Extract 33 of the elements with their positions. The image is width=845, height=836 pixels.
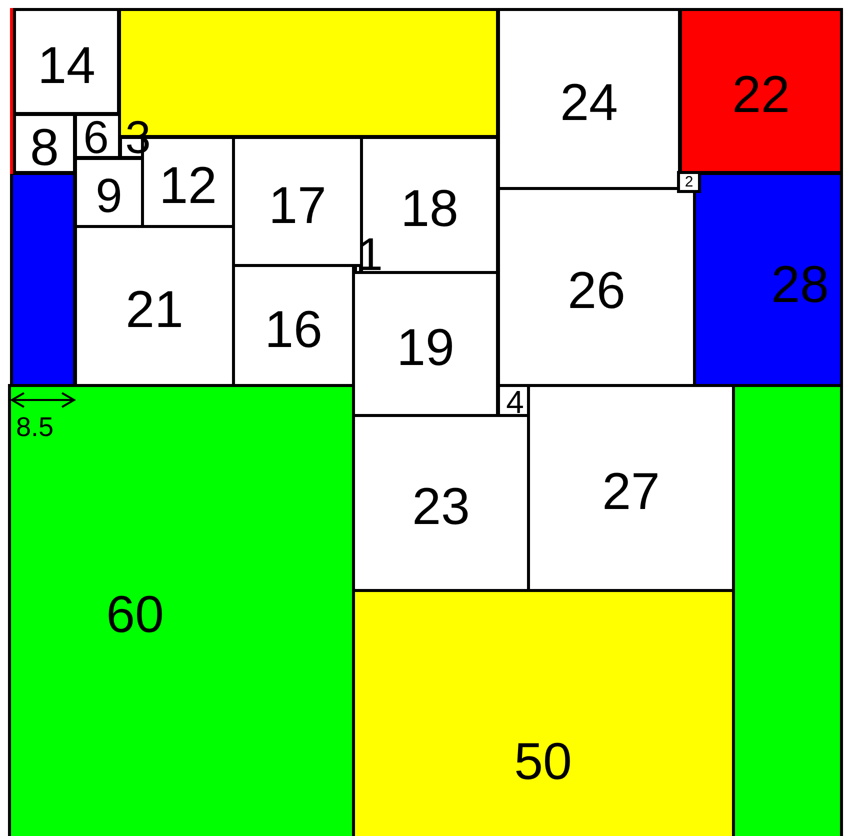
number-square <box>679 8 843 174</box>
number-square <box>693 172 843 387</box>
square-size: 23 <box>412 481 470 533</box>
square-size: 8 <box>30 122 59 174</box>
number-square <box>352 589 735 836</box>
square-size: 12 <box>159 160 217 212</box>
square-size: 4 <box>506 386 524 418</box>
square-size: 22 <box>732 69 790 121</box>
square-size: 27 <box>602 466 660 518</box>
empty-box <box>732 384 843 836</box>
square-size: 50 <box>514 736 572 788</box>
number-square <box>497 8 681 190</box>
square-size: 16 <box>264 304 322 356</box>
number-square <box>360 136 499 274</box>
square-size: 14 <box>38 40 96 92</box>
number-square <box>74 113 121 159</box>
number-square <box>13 113 76 174</box>
square-size: 28 <box>771 259 829 311</box>
number-square <box>8 384 355 836</box>
square-size: 19 <box>396 322 454 374</box>
square-size: 60 <box>106 589 164 641</box>
square-size: 6 <box>83 114 109 160</box>
number-square <box>13 8 120 115</box>
square-size: 17 <box>268 180 326 232</box>
square-size: 18 <box>400 183 458 235</box>
dimension-label: 8.5 <box>16 414 54 441</box>
square-size: 21 <box>126 284 184 336</box>
square-size: 2 <box>684 174 694 190</box>
empty-box <box>10 172 76 387</box>
square-size: 9 <box>96 172 122 220</box>
number-square <box>677 171 701 193</box>
square-size: 26 <box>568 265 626 317</box>
square-size: 24 <box>560 77 618 129</box>
